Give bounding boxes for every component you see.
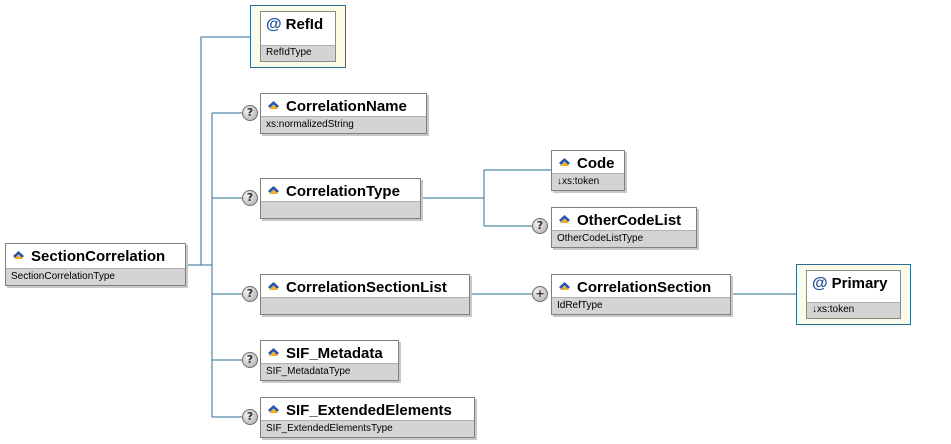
element-correlationsectionlist-name: CorrelationSectionList <box>286 278 447 296</box>
element-code-node[interactable]: Code ↓xs:token <box>551 150 625 191</box>
attribute-primary-type: ↓xs:token <box>807 302 900 318</box>
element-sifextendedelements-type: SIF_ExtendedElementsType <box>261 420 474 437</box>
element-correlationname-node[interactable]: CorrelationName xs:normalizedString <box>260 93 427 134</box>
element-sifextendedelements-node[interactable]: SIF_ExtendedElements SIF_ExtendedElement… <box>260 397 475 438</box>
element-sifmetadata-type: SIF_MetadataType <box>261 363 398 380</box>
element-othercodelist-node[interactable]: OtherCodeList OtherCodeListType <box>551 207 697 248</box>
attribute-primary-node[interactable]: @ Primary ↓xs:token <box>796 264 911 325</box>
optional-badge-icon: ? <box>242 105 258 121</box>
attribute-at-icon: @ <box>266 15 282 33</box>
element-sifmetadata-name: SIF_Metadata <box>286 344 383 362</box>
element-correlationtype-name: CorrelationType <box>286 182 400 200</box>
element-icon <box>268 282 279 290</box>
attribute-refid-name: RefId <box>285 16 324 33</box>
root-element-type: SectionCorrelationType <box>6 268 185 285</box>
element-sifextendedelements-name: SIF_ExtendedElements <box>286 401 452 419</box>
element-correlationname-type: xs:normalizedString <box>261 116 426 133</box>
repeat-plus-badge-icon: + <box>532 286 548 302</box>
element-correlationsectionlist-type <box>261 297 469 314</box>
element-correlationname-name: CorrelationName <box>286 97 407 115</box>
element-icon <box>268 186 279 194</box>
optional-badge-icon: ? <box>532 218 548 234</box>
element-correlationsection-type: IdRefType <box>552 297 730 314</box>
element-code-type: ↓xs:token <box>552 173 624 190</box>
element-correlationsection-name: CorrelationSection <box>577 278 712 296</box>
optional-badge-icon: ? <box>242 409 258 425</box>
connector-root-to-refid <box>186 36 250 266</box>
element-icon <box>559 282 570 290</box>
element-othercodelist-type: OtherCodeListType <box>552 230 696 247</box>
element-icon <box>268 348 279 356</box>
attribute-primary-name: Primary <box>831 275 888 292</box>
element-icon <box>268 405 279 413</box>
element-code-name: Code <box>577 154 615 172</box>
optional-badge-icon: ? <box>242 352 258 368</box>
attribute-refid-type: RefIdType <box>261 45 335 61</box>
element-icon <box>559 215 570 223</box>
element-correlationtype-node[interactable]: CorrelationType <box>260 178 421 219</box>
optional-badge-icon: ? <box>242 190 258 206</box>
element-correlationsection-node[interactable]: CorrelationSection IdRefType <box>551 274 731 315</box>
attribute-refid-node[interactable]: @ RefId RefIdType <box>250 5 346 68</box>
element-sifmetadata-node[interactable]: SIF_Metadata SIF_MetadataType <box>260 340 399 381</box>
element-correlationtype-type <box>261 201 420 218</box>
attribute-at-icon: @ <box>812 274 828 292</box>
element-othercodelist-name: OtherCodeList <box>577 211 682 229</box>
element-correlationsectionlist-node[interactable]: CorrelationSectionList <box>260 274 470 315</box>
root-element-name: SectionCorrelation <box>31 247 166 265</box>
root-element-node[interactable]: SectionCorrelation SectionCorrelationTyp… <box>5 243 186 286</box>
element-icon <box>13 251 24 259</box>
optional-badge-icon: ? <box>242 286 258 302</box>
element-icon <box>559 158 570 166</box>
element-icon <box>268 101 279 109</box>
